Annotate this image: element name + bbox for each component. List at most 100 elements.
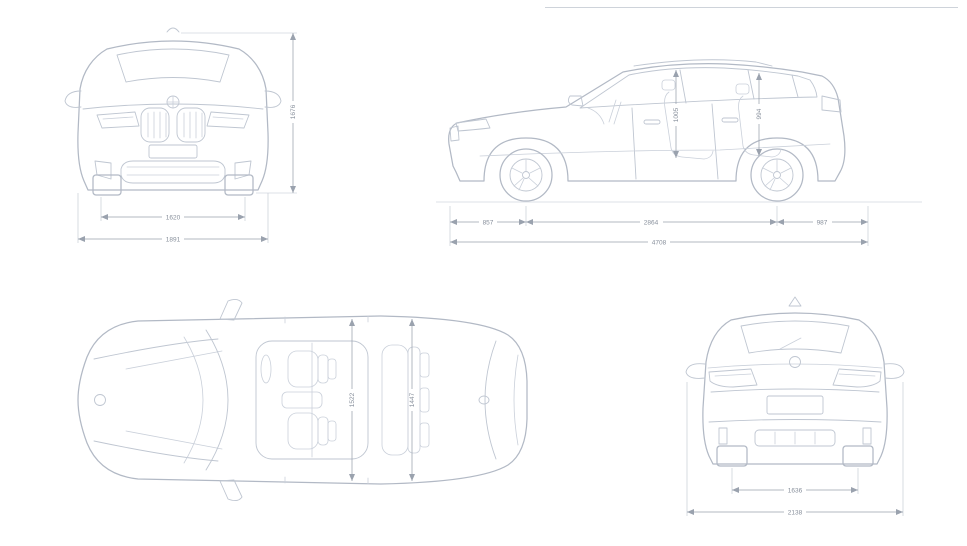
dim-overall-length: 4708: [652, 239, 667, 246]
taillight-right: [832, 368, 882, 388]
rear-car-drawing: [685, 296, 905, 467]
kidney-grille-left: [140, 107, 170, 143]
side-glasshouse: [579, 67, 818, 109]
center-console: [281, 391, 323, 409]
front-windshield: [116, 48, 230, 83]
rear-seat: [738, 95, 782, 158]
rear-license-plate: [766, 395, 824, 415]
headlight-left: [96, 111, 140, 129]
grille-bars: [147, 111, 203, 139]
roof-antenna-icon: [478, 395, 490, 405]
front-lower-intake: [120, 160, 226, 184]
dim-rear-interior-width: 1447: [409, 392, 416, 407]
side-interior: [587, 79, 782, 160]
dim-overall-width: 1891: [166, 236, 181, 243]
side-dimensions: 1005 994 857 2864 987 4708: [449, 70, 869, 246]
bumper-top-line: [708, 419, 882, 423]
c-pillar: [747, 69, 755, 100]
side-taillight: [821, 95, 842, 113]
reflector-left: [718, 427, 728, 445]
side-headlight: [455, 118, 491, 132]
side-car-drawing: [436, 59, 922, 203]
front-tire-right: [224, 174, 254, 196]
rear-tire-right: [842, 445, 874, 467]
rear-diffuser: [754, 429, 836, 447]
dim-rear-track: 1636: [788, 487, 803, 494]
mirror-top: [219, 298, 243, 321]
tailgate-edge: [513, 354, 519, 446]
rear-window: [740, 320, 850, 354]
rear-wheel: [750, 148, 804, 202]
dim-front-overhang: 857: [483, 219, 494, 226]
rear-mirror-left: [685, 363, 706, 379]
bmw-roundel-icon: [166, 95, 180, 109]
dim-rear-headroom: 994: [756, 108, 763, 119]
steering-wheel: [260, 354, 272, 384]
side-grille: [449, 125, 460, 142]
roof-antenna-icon: [166, 27, 180, 33]
front-door-handle: [643, 119, 661, 125]
hood-crease-bottom: [93, 440, 219, 462]
reflector-right: [862, 427, 872, 445]
b-pillar: [679, 69, 687, 104]
hood-crease-top: [93, 338, 219, 360]
rear-body-outline: [702, 312, 888, 465]
front-car-drawing: [64, 27, 282, 196]
dim-overall-height: 1676: [290, 104, 297, 119]
dim-front-interior-width: 1522: [349, 392, 356, 407]
rear-door-seam: [711, 103, 719, 180]
rear-dimensions: 1636 2138: [686, 382, 904, 516]
top-view: 1522 1447: [77, 298, 528, 502]
dim-rear-overhang: 987: [817, 219, 828, 226]
front-view: 1620 1891 1676: [64, 27, 297, 243]
side-view: 1005 994 857 2864 987 4708: [436, 59, 922, 246]
rear-wiper: [779, 337, 802, 350]
front-seat-passenger: [287, 412, 337, 450]
top-divider-line: [545, 7, 958, 8]
steering-wheel: [608, 99, 617, 123]
front-mirror-right: [264, 90, 282, 108]
tailgate-seam: [710, 388, 880, 393]
front-license-plate: [148, 144, 198, 159]
mirror-bottom: [219, 479, 243, 502]
front-seat-headrest: [661, 79, 676, 91]
top-car-drawing: [77, 298, 528, 502]
bmw-roundel-icon: [789, 356, 801, 368]
dim-wheelbase: 2864: [644, 219, 659, 226]
front-door-seam: [631, 107, 637, 180]
rear-seat-headrest: [735, 83, 750, 95]
dashboard-line: [587, 107, 605, 125]
front-side-intake-right: [234, 160, 252, 180]
side-roof-rail: [633, 59, 773, 67]
rear-shoulder-line: [707, 363, 883, 369]
windshield-base-arc: [183, 336, 204, 464]
side-mirror: [567, 95, 584, 107]
rear-tire-left: [716, 445, 748, 467]
front-body-outline: [77, 40, 269, 191]
rear-window-arc: [484, 340, 497, 460]
rear-door-handle: [721, 117, 739, 123]
taillight-left: [708, 368, 758, 388]
bmw-roundel-icon: [94, 394, 106, 406]
front-seat-driver: [287, 350, 337, 388]
sunroof: [255, 340, 369, 460]
front-side-intake-left: [94, 160, 112, 180]
rear-view: 1636 2138: [685, 296, 905, 516]
dim-width-incl-mirrors: 2138: [788, 509, 803, 516]
front-tire-left: [92, 174, 122, 196]
front-wheel: [499, 148, 553, 202]
side-character-line: [479, 143, 831, 157]
shark-fin-antenna-icon: [788, 296, 802, 307]
headlight-right: [206, 111, 250, 129]
side-body-outline: [448, 63, 846, 182]
dim-front-headroom: 1005: [673, 107, 680, 122]
windshield-arc: [205, 329, 229, 471]
kidney-grille-right: [176, 107, 206, 143]
dim-track-width: 1620: [166, 214, 181, 221]
rear-bench-seat: [381, 344, 430, 456]
quarter-window-line: [791, 74, 799, 98]
front-dimensions: 1620 1891 1676: [77, 32, 297, 243]
top-body-outline: [77, 315, 528, 485]
front-mirror-left: [64, 90, 82, 108]
